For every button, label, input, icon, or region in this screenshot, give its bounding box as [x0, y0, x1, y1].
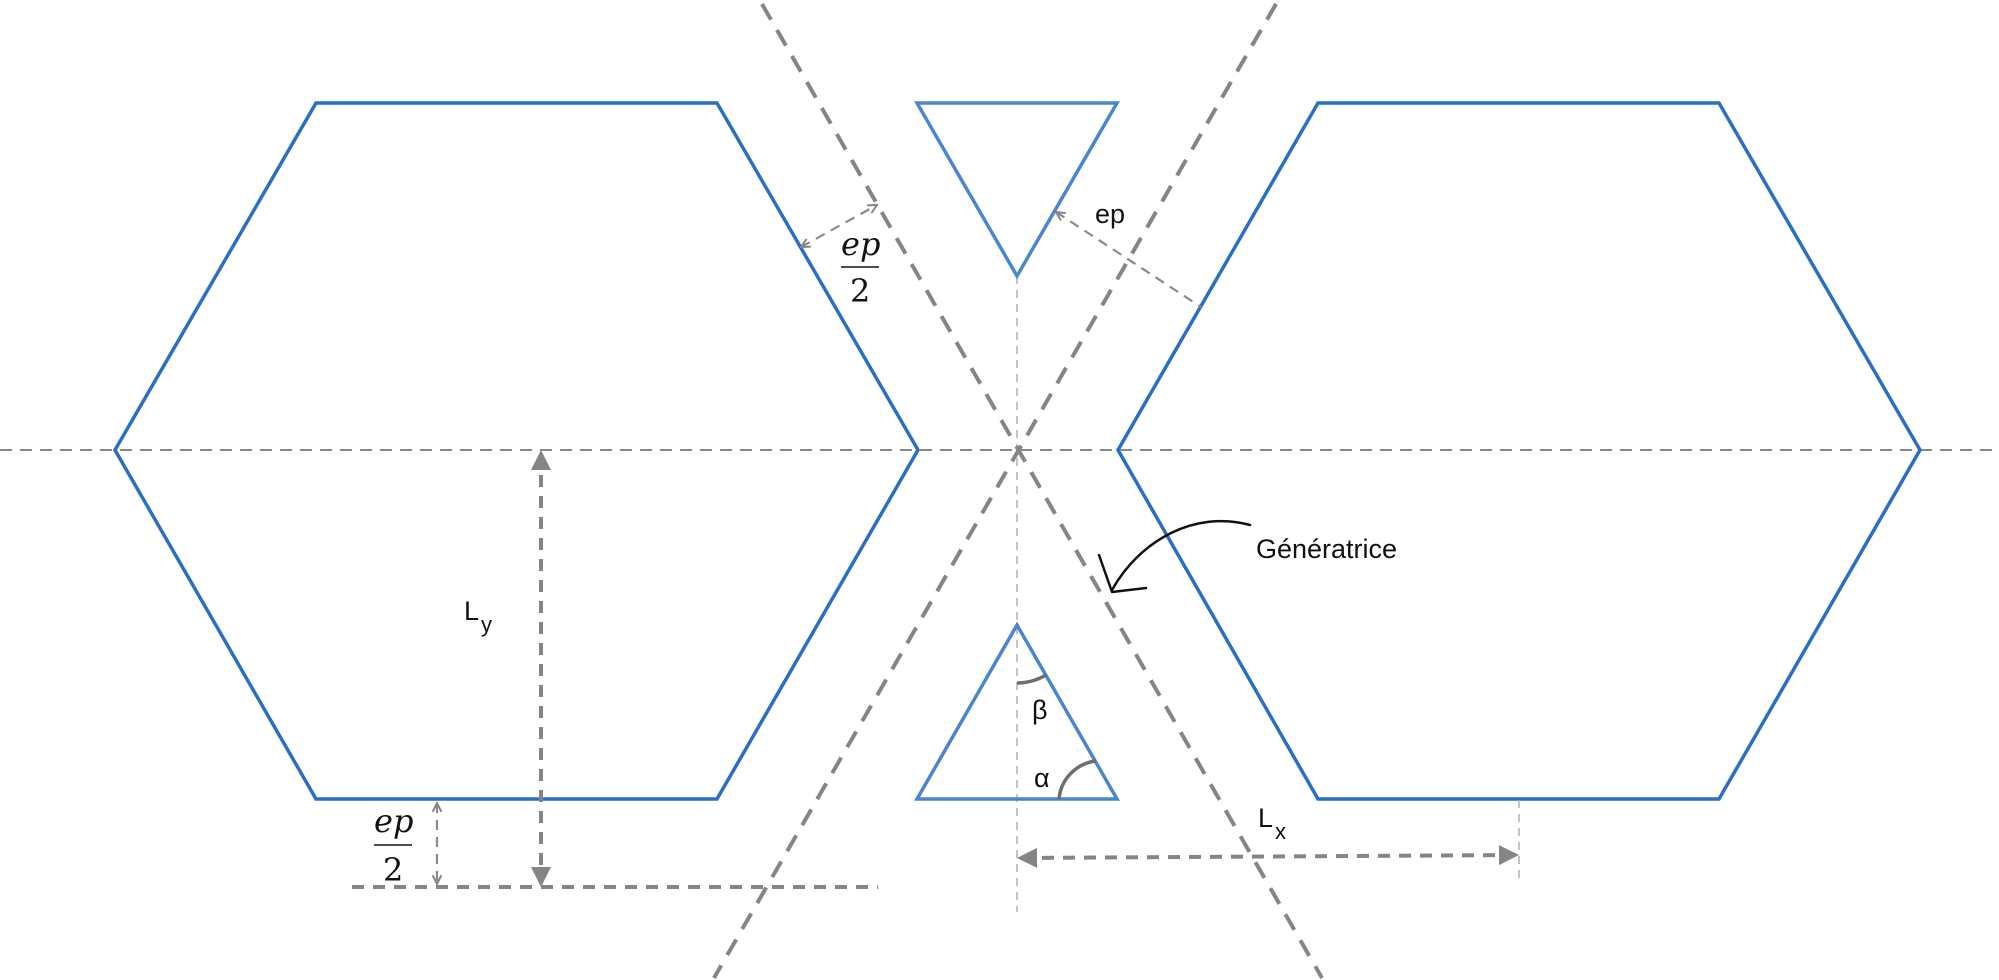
- alpha-angle-arc: [1057, 759, 1097, 800]
- svg-text:ep: ep: [841, 225, 880, 263]
- left-hexagon-cell: [112, 101, 921, 801]
- svg-text:2: 2: [850, 272, 870, 310]
- ep-dimension: [1056, 212, 1202, 308]
- svg-text:ep: ep: [374, 802, 413, 840]
- ep-half-top-fraction: ep 2: [841, 225, 880, 310]
- ly-label: L y: [464, 596, 492, 637]
- generatrix-line-right-leaning: [760, 3, 1324, 979]
- lx-label: L x: [1258, 803, 1286, 844]
- svg-text:L: L: [1258, 803, 1273, 833]
- ep-label: ep: [1095, 199, 1125, 229]
- ep-half-top-dimension: [801, 205, 877, 247]
- generatrice-label: Génératrice: [1256, 534, 1397, 564]
- ep-half-bottom-fraction: ep 2: [374, 802, 413, 889]
- lx-dimension: [1017, 845, 1519, 868]
- svg-text:x: x: [1275, 819, 1286, 844]
- generatrice-callout-arrowhead: [1097, 553, 1148, 594]
- bottom-triangle-cell: [913, 621, 1121, 801]
- svg-text:2: 2: [383, 851, 403, 889]
- top-triangle-cell: [913, 101, 1121, 280]
- alpha-label: α: [1034, 763, 1050, 793]
- beta-angle-arc: [1016, 673, 1047, 685]
- svg-text:y: y: [481, 612, 492, 637]
- generatrix-line-left-leaning: [712, 3, 1278, 979]
- right-hexagon-cell: [1115, 101, 1923, 801]
- generatrice-callout-curve: [1110, 520, 1252, 592]
- svg-text:L: L: [464, 596, 479, 626]
- beta-label: β: [1032, 695, 1048, 725]
